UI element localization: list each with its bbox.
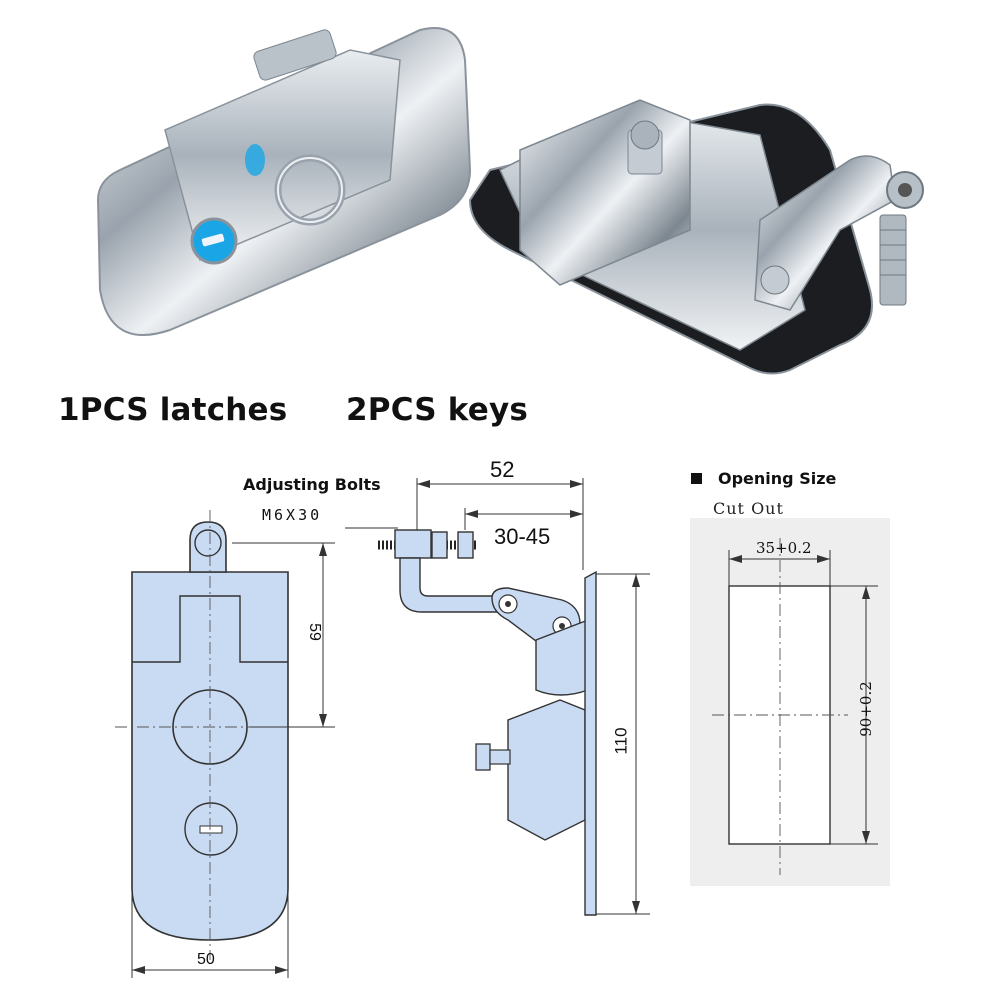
cutout-drawing xyxy=(690,518,890,886)
bolt-spec-label: M6X30 xyxy=(262,506,323,524)
dimension-range-label: 30-45 xyxy=(494,524,551,549)
latch-photo-front xyxy=(96,27,472,336)
side-view-drawing xyxy=(345,478,650,916)
headline-latches: 1PCS latches xyxy=(58,392,288,428)
cut-out-label: Cut Out xyxy=(713,499,784,518)
black-square-icon xyxy=(691,473,702,484)
headline-keys: 2PCS keys xyxy=(346,392,529,428)
dimension-59-label: 59 xyxy=(305,623,323,641)
dimension-52-label: 52 xyxy=(490,457,515,482)
dimension-110-label: 110 xyxy=(611,727,631,755)
cutout-width-label: 35+0.2 xyxy=(756,539,812,557)
dimension-50-label: 50 xyxy=(197,951,215,968)
opening-size-label: Opening Size xyxy=(718,469,837,488)
adjusting-bolts-label: Adjusting Bolts xyxy=(243,475,381,494)
latch-photo-back xyxy=(468,99,924,375)
front-view-drawing xyxy=(115,510,335,978)
cutout-height-label: 90+0.2 xyxy=(856,681,875,737)
